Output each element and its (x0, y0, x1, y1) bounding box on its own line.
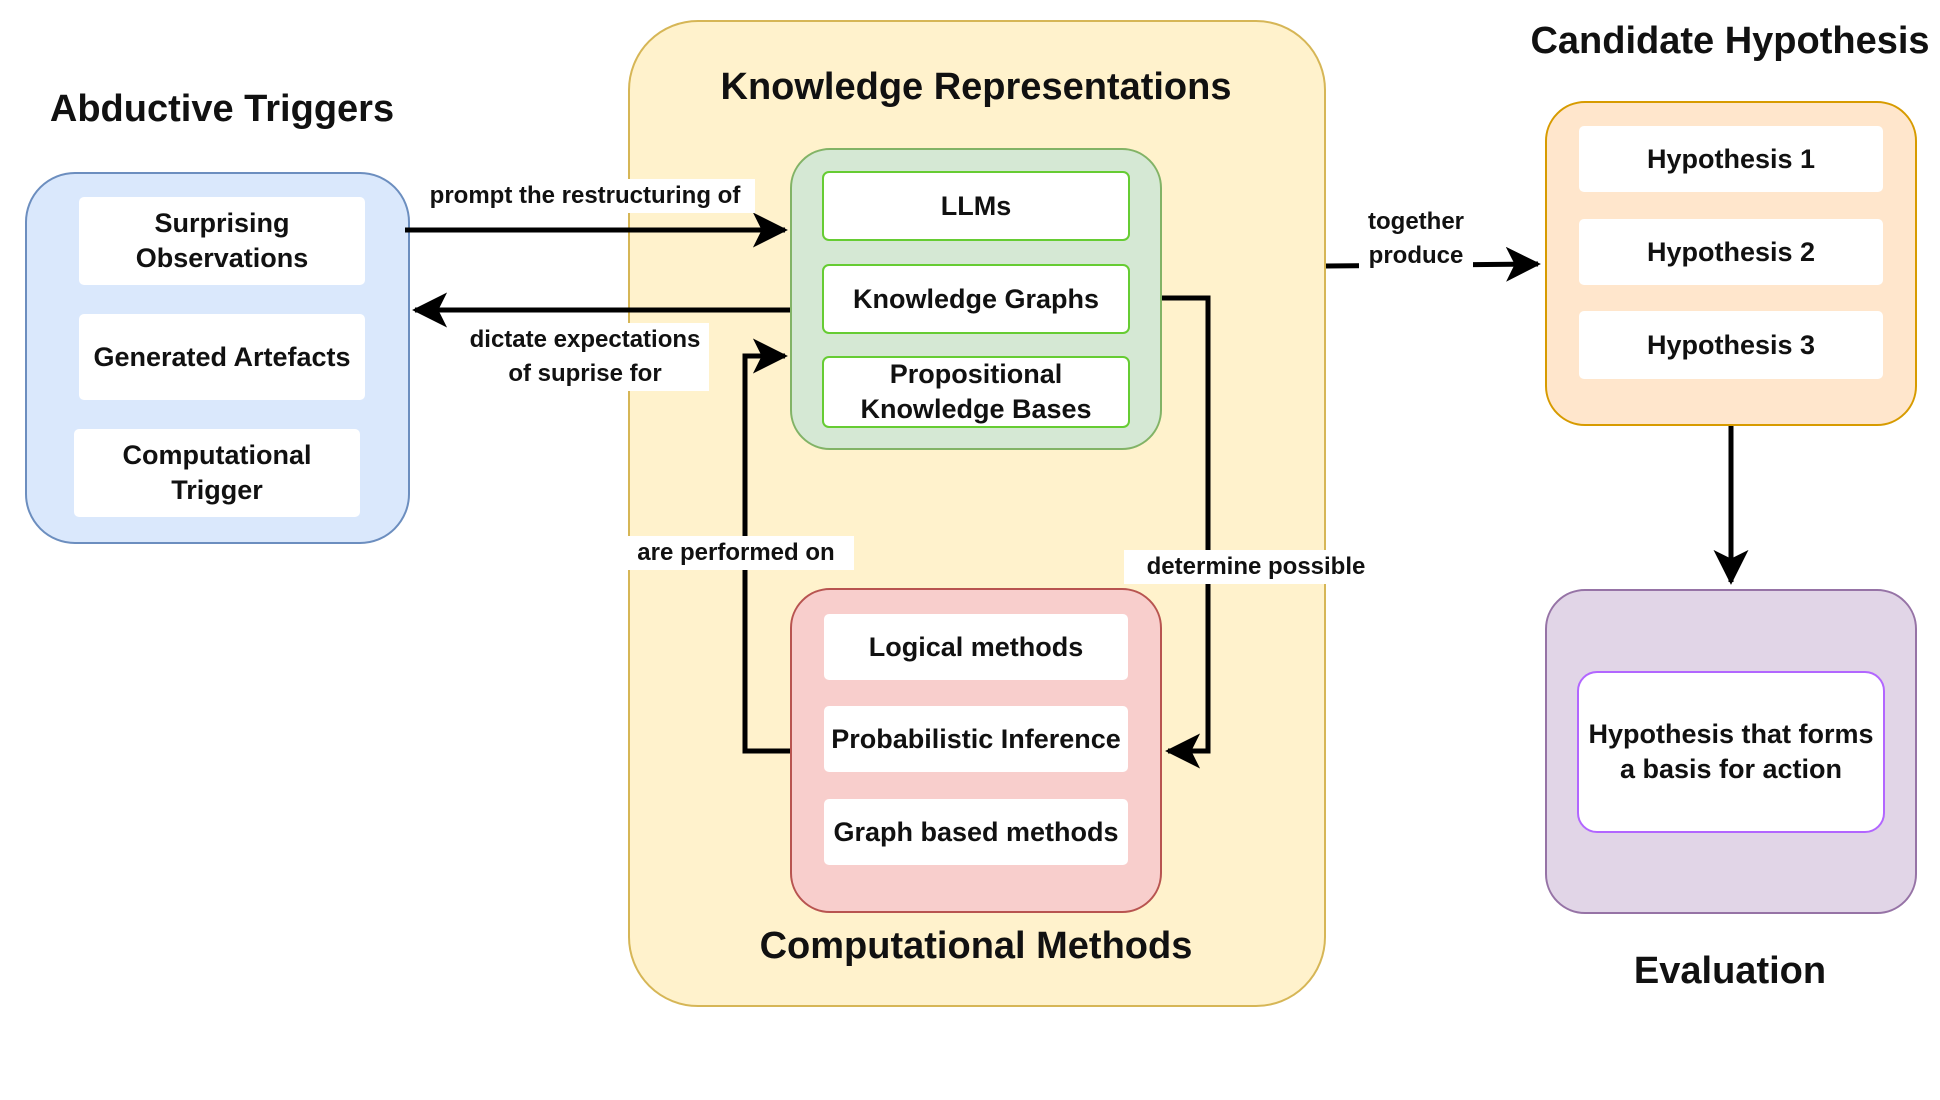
edge-label-together-line1: together (1368, 208, 1464, 235)
edge-label-dictate-line1: dictate expectations (469, 326, 701, 353)
abductive-triggers-title: Abductive Triggers (49, 88, 395, 130)
method-logical[interactable]: Logical methods (822, 612, 1130, 682)
edge-label-dictate-line2: of suprise for (508, 360, 662, 387)
edge-label-determine: determine possible (1124, 550, 1388, 584)
evaluation-hypothesis-basis-for-action[interactable]: Hypothesis that forms a basis for action (1577, 671, 1885, 833)
method-probabilistic-inference[interactable]: Probabilistic Inference (822, 704, 1130, 774)
hypothesis-1[interactable]: Hypothesis 1 (1577, 124, 1885, 194)
hypothesis-2[interactable]: Hypothesis 2 (1577, 217, 1885, 287)
candidate-hypothesis-title: Candidate Hypothesis (1530, 20, 1930, 62)
knowledge-propositional-bases[interactable]: Propositional Knowledge Bases (822, 356, 1130, 428)
edge-label-together-produce: together produce (1359, 205, 1473, 273)
edge-label-performed-on: are performed on (618, 536, 854, 570)
evaluation-title: Evaluation (1633, 950, 1827, 992)
hypothesis-3[interactable]: Hypothesis 3 (1577, 309, 1885, 381)
trigger-surprising-observations[interactable]: Surprising Observations (77, 195, 367, 287)
edge-label-together-line2: produce (1368, 242, 1464, 269)
computational-methods-title: Computational Methods (759, 925, 1193, 967)
knowledge-graphs[interactable]: Knowledge Graphs (822, 264, 1130, 334)
edge-label-dictate: dictate expectations of suprise for (461, 323, 709, 391)
edge-label-prompt: prompt the restructuring of (415, 179, 755, 213)
trigger-generated-artefacts[interactable]: Generated Artefacts (77, 312, 367, 402)
knowledge-representations-title: Knowledge Representations (720, 66, 1232, 108)
trigger-computational[interactable]: Computational Trigger (72, 427, 362, 519)
knowledge-llms[interactable]: LLMs (822, 171, 1130, 241)
arrow-determine-possible (1162, 295, 1211, 769)
method-graph-based[interactable]: Graph based methods (822, 797, 1130, 867)
